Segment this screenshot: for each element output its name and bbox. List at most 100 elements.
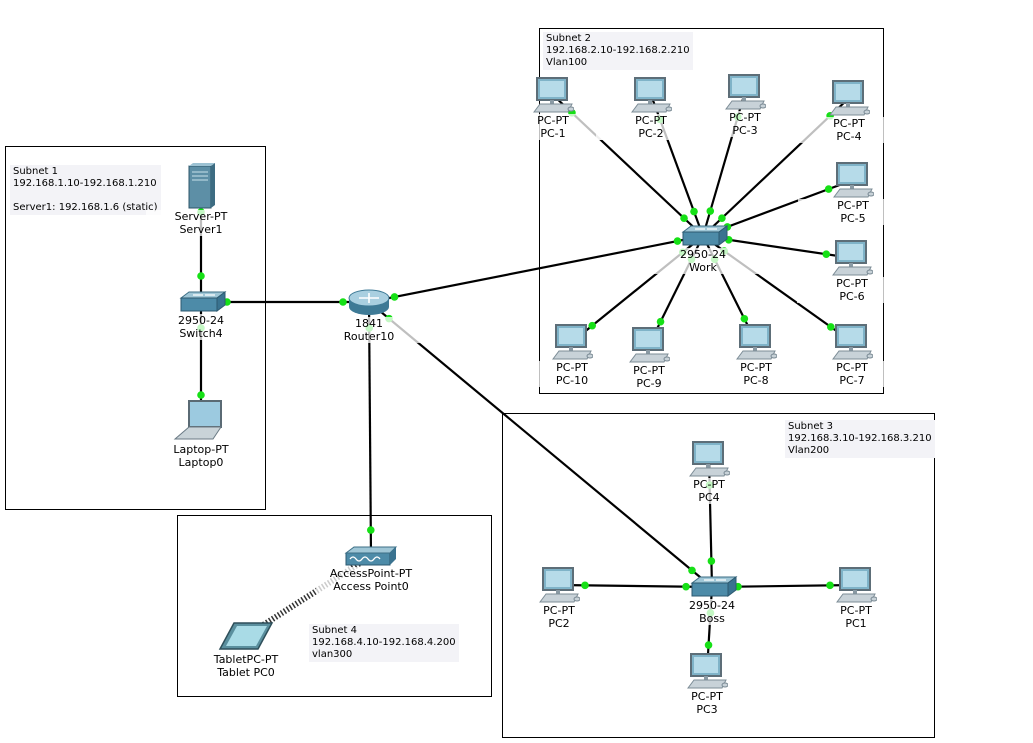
device-model-label: PC-PT [517, 361, 627, 374]
subnet-1-area [5, 146, 266, 510]
device-name-label: PC3 [652, 703, 762, 716]
device-model-label: PC-PT [794, 117, 904, 130]
device-name-label: Switch4 [146, 327, 256, 340]
device-name-label: Boss [657, 612, 767, 625]
port-status-dot [822, 250, 831, 259]
subnet-3-note[interactable]: Subnet 3 192.168.3.10-192.168.3.210 Vlan… [785, 420, 935, 458]
port-status-dot [706, 207, 715, 215]
device-model-label: Server-PT [146, 210, 256, 223]
device-name-label: Work [648, 261, 758, 274]
pc-icon [552, 324, 593, 360]
port-status-dot [704, 641, 713, 649]
device-model-label: 1841 [314, 317, 424, 330]
pc-icon [832, 240, 873, 276]
device-model-label: TabletPC-PT [191, 653, 301, 666]
subnet-4-note[interactable]: Subnet 4 192.168.4.10-192.168.4.200 vlan… [309, 624, 459, 662]
device-model-label: PC-PT [797, 361, 907, 374]
link-router10-work[interactable] [368, 234, 704, 304]
device-name-label: Server1 [146, 223, 256, 236]
port-status-dot [690, 207, 698, 216]
subnet-4-area [177, 515, 492, 697]
port-status-dot [673, 237, 682, 245]
device-name-label: PC4 [654, 491, 764, 504]
device-model-label: PC-PT [652, 690, 762, 703]
subnet-3-area [502, 413, 935, 738]
pc-icon [725, 74, 766, 110]
subnet-1-note[interactable]: Subnet 1 192.168.1.10-192.168.1.210 Serv… [10, 165, 161, 215]
device-name-label: PC-3 [690, 124, 800, 137]
pc-icon [736, 324, 777, 360]
device-name-label: PC-1 [498, 127, 608, 140]
device-model-label: PC-PT [798, 199, 908, 212]
device-model-label: PC-PT [701, 361, 811, 374]
port-status-dot [827, 323, 835, 331]
pc-icon [832, 324, 873, 360]
port-status-dot [688, 566, 696, 575]
port-status-dot [197, 391, 205, 399]
port-status-dot [707, 557, 716, 565]
pc-icon [836, 567, 877, 603]
pc-icon [631, 77, 672, 113]
device-name-label: PC-5 [798, 212, 908, 225]
tablet-icon [218, 622, 274, 650]
port-status-dot [680, 214, 688, 222]
port-status-dot [740, 314, 749, 323]
pc-icon [629, 327, 670, 363]
device-model-label: Laptop-PT [146, 443, 256, 456]
switch-icon [681, 225, 729, 246]
device-name-label: Tablet PC0 [191, 666, 301, 679]
device-name-label: PC-7 [797, 374, 907, 387]
device-name-label: Laptop0 [146, 456, 256, 469]
switch-icon [690, 576, 738, 597]
link-work-pc6_s2[interactable] [702, 234, 853, 260]
device-model-label: 2950-24 [146, 314, 256, 327]
subnet-2-note[interactable]: Subnet 2 192.168.2.10-192.168.2.210 Vlan… [543, 32, 693, 70]
device-name-label: PC1 [801, 617, 911, 630]
port-status-dot [588, 321, 597, 330]
port-status-dot [824, 185, 833, 193]
pc-icon [833, 162, 874, 198]
device-model-label: PC-PT [498, 114, 608, 127]
switch-icon [179, 291, 227, 312]
pc-icon [689, 441, 730, 477]
device-model-label: PC-PT [690, 111, 800, 124]
link-boss-pc2_s3[interactable] [558, 581, 713, 591]
device-name-label: PC2 [504, 617, 614, 630]
server-icon [188, 163, 215, 209]
port-status-dot [826, 581, 834, 590]
pc-icon [687, 653, 728, 689]
access-point-icon [344, 546, 398, 566]
port-status-dot [197, 272, 205, 280]
device-name-label: Access Point0 [316, 580, 426, 593]
device-model-label: PC-PT [801, 604, 911, 617]
device-name-label: PC-4 [794, 130, 904, 143]
device-name-label: PC-2 [596, 127, 706, 140]
port-status-dot [339, 298, 347, 306]
device-model-label: PC-PT [504, 604, 614, 617]
device-name-label: PC-10 [517, 374, 627, 387]
device-model-label: PC-PT [797, 277, 907, 290]
laptop-icon [173, 400, 222, 440]
device-model-label: 2950-24 [648, 248, 758, 261]
